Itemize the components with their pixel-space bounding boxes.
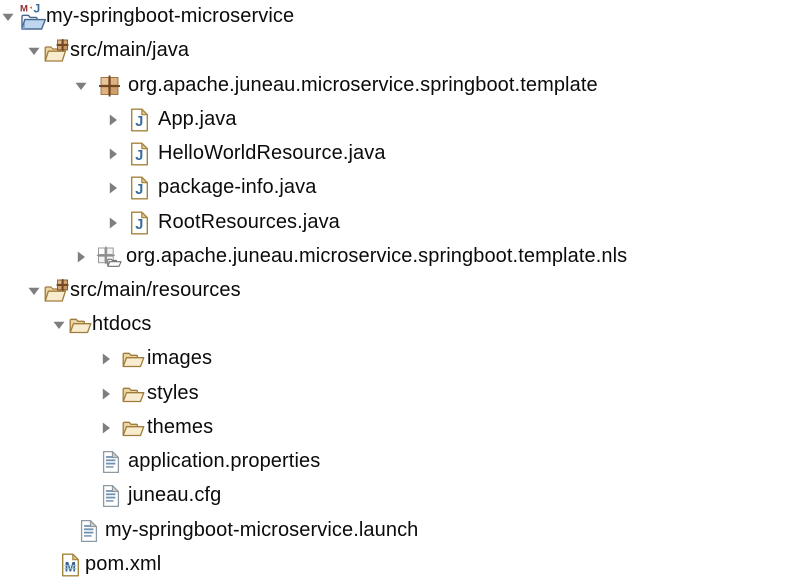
tree-item[interactable]: src/main/resources [0,274,800,308]
source-folder-icon [44,39,69,63]
expand-arrow-icon[interactable] [106,181,120,195]
expand-arrow-icon[interactable] [99,352,113,366]
tree-item[interactable]: M J my-springboot-microservice [0,0,800,34]
package-icon [99,75,120,97]
tree-item-label: styles [147,381,199,404]
tree-item-label: package-info.java [158,176,317,199]
tree-item[interactable]: my-springboot-microservice.launch [0,514,800,548]
folder-icon [122,384,145,403]
text-file-icon [102,485,120,508]
collapse-arrow-icon[interactable] [27,44,41,58]
tree-item-label: images [147,347,213,370]
collapse-arrow-icon[interactable] [74,79,88,93]
tree-item[interactable]: org.apache.juneau.microservice.springboo… [0,68,800,102]
tree-item[interactable]: J RootResources.java [0,205,800,239]
expand-arrow-icon[interactable] [99,387,113,401]
collapse-arrow-icon[interactable] [52,318,66,332]
svg-text:J: J [135,114,143,130]
tree-item[interactable]: styles [0,377,800,411]
collapse-arrow-icon[interactable] [27,284,41,298]
tree-item[interactable]: J HelloWorldResource.java [0,137,800,171]
tree-item-label: src/main/java [70,39,190,62]
svg-text:J: J [135,148,143,164]
tree-item-label: my-springboot-microservice [46,5,295,28]
tree-item-label: pom.xml [85,552,162,575]
expand-arrow-icon[interactable] [99,421,113,435]
java-file-icon: J [130,142,149,166]
maven-pom-icon: M [61,553,80,577]
collapse-arrow-icon[interactable] [1,10,15,24]
svg-text:M: M [20,4,28,15]
expand-arrow-icon[interactable] [74,250,88,264]
tree-item[interactable]: J App.java [0,103,800,137]
tree-item-label: themes [147,415,214,438]
folder-icon [69,316,92,335]
svg-text:J: J [34,3,41,16]
text-file-icon [102,451,120,474]
tree-item-label: htdocs [92,313,152,336]
tree-item-label: org.apache.juneau.microservice.springboo… [128,73,598,96]
folder-icon [122,418,145,437]
svg-text:J: J [135,182,143,198]
expand-arrow-icon[interactable] [106,113,120,127]
java-file-icon: J [130,176,149,200]
tree-item-label: my-springboot-microservice.launch [105,518,419,541]
tree-item-label: App.java [158,107,237,130]
svg-text:M: M [65,559,76,574]
tree-item-label: juneau.cfg [128,484,222,507]
tree-item[interactable]: htdocs [0,308,800,342]
maven-java-project-icon: M J [20,3,47,31]
svg-text:J: J [135,217,143,233]
tree-item[interactable]: M pom.xml [0,548,800,582]
empty-package-icon [97,246,122,267]
tree-item[interactable]: src/main/java [0,34,800,68]
tree-item-label: application.properties [128,450,321,473]
expand-arrow-icon[interactable] [106,216,120,230]
java-file-icon: J [130,108,149,132]
source-folder-icon [44,278,69,303]
folder-icon [122,350,145,369]
tree-item[interactable]: juneau.cfg [0,479,800,513]
tree-item-label: RootResources.java [158,210,340,233]
expand-arrow-icon[interactable] [106,147,120,161]
tree-item[interactable]: org.apache.juneau.microservice.springboo… [0,240,800,274]
tree-item[interactable]: J package-info.java [0,171,800,205]
text-file-icon [80,519,98,542]
tree-item-label: org.apache.juneau.microservice.springboo… [126,244,628,267]
java-file-icon: J [130,211,149,235]
tree-item-label: HelloWorldResource.java [158,142,386,165]
tree-item[interactable]: application.properties [0,445,800,479]
tree-item[interactable]: themes [0,411,800,445]
tree-item-label: src/main/resources [70,279,241,302]
tree-item[interactable]: images [0,342,800,376]
